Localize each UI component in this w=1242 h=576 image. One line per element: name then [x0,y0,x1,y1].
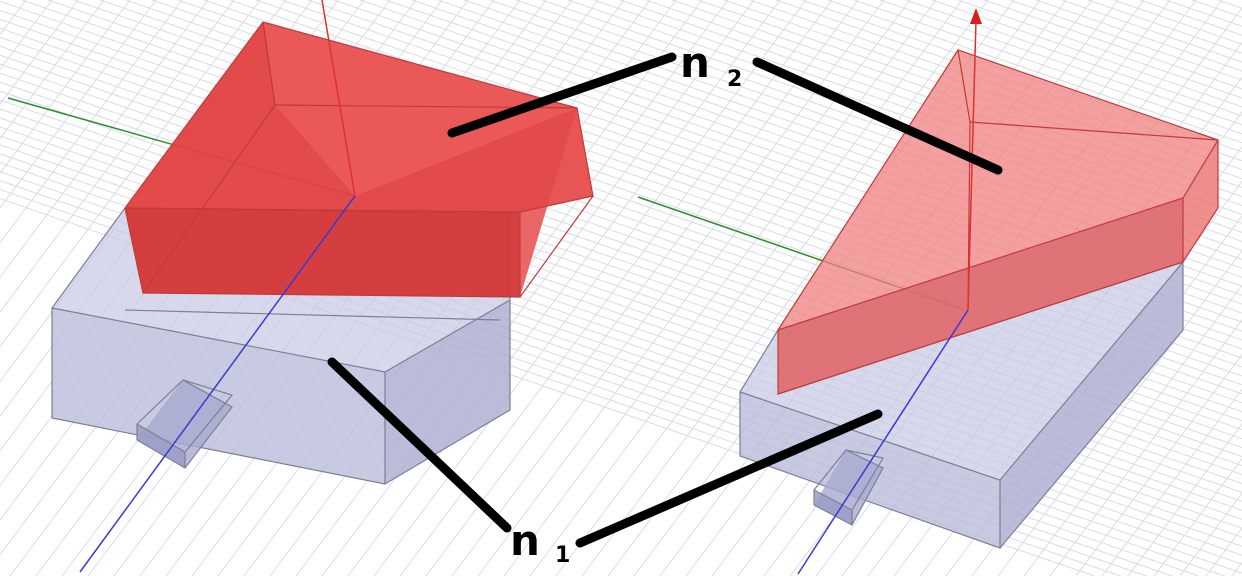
grid-line [997,249,1242,576]
label-n2-main: n [680,38,710,87]
grid-line [515,0,1242,251]
grid-line [321,0,755,576]
grid-line [529,0,963,576]
annotation-leaders [327,52,1003,548]
grid-line [555,0,989,576]
grid-line [0,0,261,348]
grid-line [1127,423,1242,576]
label-n1-subscript: 1 [555,543,570,568]
right-y-axis [797,309,969,575]
grid-line [437,0,1242,278]
grid-line [1049,319,1242,576]
grid-line [593,0,1242,224]
left-red-prism [124,21,594,298]
grid-line [645,0,1242,207]
grid-line [489,0,1242,260]
grid-line [619,0,1242,216]
n1-leader-left [327,357,512,533]
grid-line [1023,284,1242,576]
grid-line [0,0,235,313]
n2-leader-left [447,52,677,138]
grid-line [879,0,1242,126]
grid-line [957,0,1242,99]
grid-line [567,0,1242,233]
left-z-axis [321,0,356,197]
grid-line [347,0,781,576]
grid-line [399,0,833,576]
grid-line [0,0,131,175]
label-n1: n 1 [510,516,570,568]
right-model[interactable] [637,8,1219,575]
grid-line [0,0,105,140]
grid-line [0,0,209,279]
n2-leader-right [752,57,1003,175]
grid-line [853,0,1242,135]
grid-line [425,0,859,576]
grid-line [0,0,183,244]
grid-line [905,0,1242,117]
left-y-axis [79,195,356,573]
grid-line [1153,457,1242,576]
grid-line [1101,388,1242,576]
left-model[interactable] [7,0,594,573]
label-n2-subscript: 2 [727,67,742,92]
right-red-prism [777,49,1219,395]
grid-line [373,0,807,576]
grid-line [541,0,1242,242]
grid-line [827,0,1242,144]
grid-line [931,0,1242,108]
grid-line [451,0,885,576]
left-port-box [136,379,234,469]
right-z-axis [967,19,977,311]
label-n1-main: n [510,516,540,565]
grid-line [503,0,937,576]
n1-leader-right [575,409,883,548]
z-axis-arrowhead-icon [970,8,982,24]
label-n2: n 2 [680,38,742,92]
grid-line [0,0,79,105]
grid-line [385,0,1242,296]
grid-line [1205,527,1242,576]
grid-line [1075,353,1242,576]
grid-line [0,0,157,209]
grid-line [411,0,1242,287]
grid-line [359,0,1242,305]
grid-line [463,0,1242,269]
